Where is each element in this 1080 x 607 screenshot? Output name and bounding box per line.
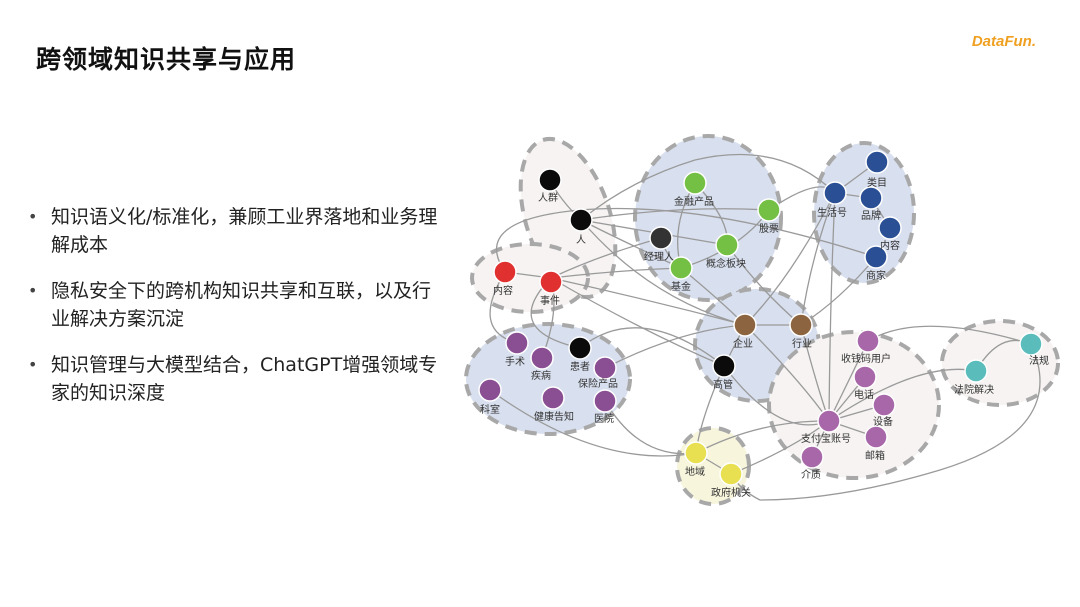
bullet-text: 知识语义化/标准化，兼顾工业界落地和业务理解成本 [51,206,438,256]
node-hangye [789,313,813,337]
label-zhifubao: 支付宝账号 [801,432,851,445]
label-shouyin: 收钱码用户 [841,352,891,365]
graph-nodes [478,150,1043,486]
label-hangye: 行业 [792,337,812,350]
cluster-event [470,242,590,314]
node-qiye [733,313,757,337]
label-ren: 人 [576,234,586,246]
label-youxiang: 邮箱 [865,449,885,462]
node-gaoguan [712,354,736,378]
label-neirong-blue: 内容 [880,239,900,252]
node-zhifubao [817,409,841,433]
label-jiezhi: 介质 [801,469,821,481]
node-shangjia [864,245,888,269]
bullet-item: • 知识管理与大模型结合，ChatGPT增强领域专家的知识深度 [26,351,446,407]
label-keshi: 科室 [480,403,500,416]
node-fayuan [964,359,988,383]
bullet-item: • 隐私安全下的跨机构知识共享和互联，以及行业解决方案沉淀 [26,277,446,333]
node-leimu [865,150,889,174]
label-zhengfu: 政府机关 [711,486,751,499]
bullet-dot-icon: • [28,281,38,300]
label-huanzhe: 患者 [570,361,590,373]
node-shijian [539,270,563,294]
label-baoxian: 保险产品 [578,377,618,390]
node-ren [569,208,593,232]
node-huanzhe [568,336,592,360]
node-jinrong [683,171,707,195]
bullet-list: • 知识语义化/标准化，兼顾工业界落地和业务理解成本 • 隐私安全下的跨机构知识共享… [26,203,446,425]
label-gaoguan: 高管 [713,378,733,391]
label-fayuan: 法院解决 [954,383,994,396]
cluster-finance [633,134,783,302]
label-shenghuohao: 生活号 [817,206,847,219]
label-pinpai: 品牌 [861,209,881,222]
label-shangjia: 商家 [866,269,886,282]
node-shoushu [505,331,529,355]
node-dianhua [853,365,877,389]
label-shijian: 事件 [540,294,560,307]
node-pinpai [859,186,883,210]
label-qiye: 企业 [733,337,753,350]
label-fagui: 法规 [1029,354,1049,367]
label-shebei: 设备 [873,415,893,428]
label-shoushu: 手术 [505,355,525,368]
bullet-dot-icon: • [28,355,38,374]
label-jiankang: 健康告知 [534,410,574,423]
node-gupiao [757,198,781,222]
node-jijin [669,256,693,280]
node-gainian [715,233,739,257]
label-jibing: 疾病 [531,369,551,382]
label-dianhua: 电话 [854,388,874,401]
label-jinrong: 金融产品 [674,195,714,208]
node-keshi [478,378,502,402]
node-shenghuohao [823,181,847,205]
node-neirong-blue [878,216,902,240]
node-shouyin [856,329,880,353]
label-yiyuan: 医院 [594,412,614,425]
label-jingliren: 经理人 [644,250,674,263]
bullet-item: • 知识语义化/标准化，兼顾工业界落地和业务理解成本 [26,203,446,259]
label-diyu: 地域 [685,465,705,478]
node-youxiang [864,425,888,449]
label-renqun: 人群 [538,191,558,204]
node-renqun [538,168,562,192]
datafun-logo: DataFun. [971,33,1036,50]
label-gupiao: 股票 [759,223,779,235]
node-jingliren [649,226,673,250]
label-leimu: 类目 [867,176,887,189]
node-fagui [1019,332,1043,356]
node-shebei [872,393,896,417]
node-jiankang [541,386,565,410]
bullet-text: 隐私安全下的跨机构知识共享和互联，以及行业解决方案沉淀 [51,280,432,330]
node-yiyuan [593,389,617,413]
cluster-lifestyle [812,141,916,285]
label-jijin: 基金 [671,280,691,293]
bullet-dot-icon: • [28,207,38,226]
bullet-text: 知识管理与大模型结合，ChatGPT增强领域专家的知识深度 [51,354,438,404]
node-neirong-red [493,260,517,284]
node-baoxian [593,356,617,380]
label-neirong-red: 内容 [493,284,513,297]
node-jibing [530,346,554,370]
page-title: 跨领域知识共享与应用 [36,45,297,74]
graph-labels: 人群 人 内容 事件 金融产品 股票 经理人 概念板块 基金 类目 生活号 品牌… [480,176,1049,499]
node-jiezhi [800,445,824,469]
node-diyu [684,441,708,465]
node-zhengfu [719,462,743,486]
label-gainian: 概念板块 [706,257,746,270]
